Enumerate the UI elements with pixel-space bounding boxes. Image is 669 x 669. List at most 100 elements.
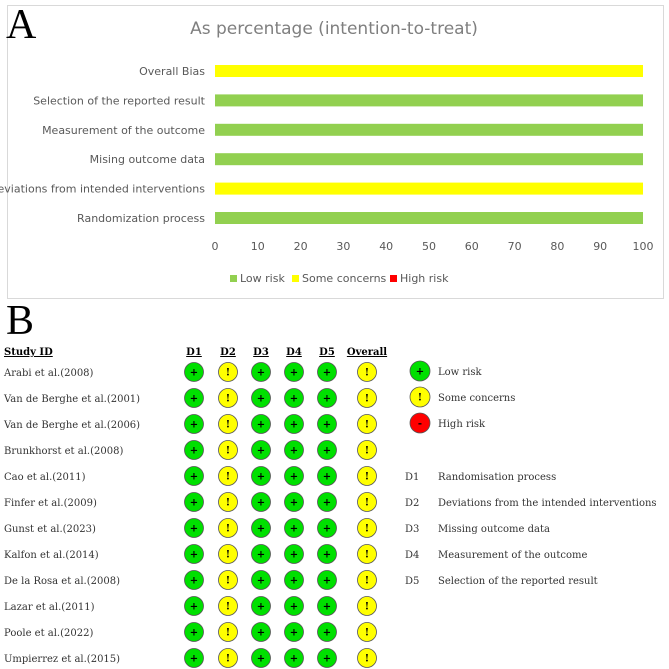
study-label: Brunkhorst et al.(2008) bbox=[4, 446, 123, 457]
legend-label: Low risk bbox=[438, 367, 483, 378]
judgement-circle bbox=[218, 492, 238, 512]
judgement-symbol: + bbox=[190, 602, 198, 613]
x-tick-label: 70 bbox=[508, 240, 522, 253]
judgement-symbol: + bbox=[190, 394, 198, 405]
domain-key-label: Selection of the reported result bbox=[438, 576, 598, 587]
x-tick-label: 10 bbox=[251, 240, 265, 253]
judgement-symbol: + bbox=[323, 654, 331, 665]
bar-low-risk bbox=[215, 153, 643, 166]
judgement-circle bbox=[218, 544, 238, 564]
judgement-symbol: + bbox=[323, 368, 331, 379]
x-tick-label: 40 bbox=[379, 240, 393, 253]
judgement-circle bbox=[317, 648, 337, 668]
judgement-symbol: + bbox=[290, 472, 298, 483]
judgement-symbol: ! bbox=[365, 498, 369, 509]
domain-header: D4 bbox=[286, 347, 302, 358]
study-label: Gunst et al.(2023) bbox=[4, 524, 96, 535]
panel-b-letter: B bbox=[6, 298, 35, 344]
judgement-symbol: + bbox=[290, 524, 298, 535]
legend-symbol: - bbox=[418, 419, 422, 430]
judgement-circle bbox=[251, 544, 271, 564]
panel-a-letter: A bbox=[6, 2, 37, 48]
judgement-circle bbox=[184, 518, 204, 538]
judgement-circle bbox=[218, 596, 238, 616]
judgement-symbol: + bbox=[257, 550, 265, 561]
legend-label: Some concerns bbox=[302, 272, 387, 285]
judgement-circle bbox=[284, 648, 304, 668]
legend-label: Low risk bbox=[240, 272, 285, 285]
judgement-circle bbox=[357, 362, 377, 382]
judgement-circle bbox=[357, 414, 377, 434]
chart-title: As percentage (intention-to-treat) bbox=[190, 19, 478, 39]
domain-key-code: D4 bbox=[405, 550, 419, 561]
domain-header: D5 bbox=[319, 347, 335, 358]
judgement-circle bbox=[284, 492, 304, 512]
judgement-circle bbox=[317, 492, 337, 512]
judgement-circle bbox=[284, 362, 304, 382]
judgement-circle bbox=[317, 622, 337, 642]
judgement-circle bbox=[218, 388, 238, 408]
judgement-circle bbox=[184, 466, 204, 486]
judgement-circle bbox=[184, 596, 204, 616]
bar-some-concerns bbox=[215, 182, 643, 195]
study-id-header: Study ID bbox=[4, 347, 53, 358]
judgement-symbol: ! bbox=[226, 472, 230, 483]
x-tick-label: 100 bbox=[633, 240, 654, 253]
judgement-symbol: ! bbox=[226, 368, 230, 379]
x-tick-label: 80 bbox=[550, 240, 564, 253]
domain-key-label: Measurement of the outcome bbox=[438, 550, 587, 561]
judgement-circle bbox=[317, 596, 337, 616]
judgement-circle bbox=[251, 492, 271, 512]
domain-key-label: Randomisation process bbox=[438, 472, 556, 483]
legend-circle bbox=[409, 412, 431, 434]
judgement-circle bbox=[184, 388, 204, 408]
judgement-symbol: + bbox=[290, 576, 298, 587]
judgement-symbol: + bbox=[290, 550, 298, 561]
judgement-circle bbox=[357, 648, 377, 668]
judgement-circle bbox=[284, 466, 304, 486]
judgement-symbol: + bbox=[323, 498, 331, 509]
legend-swatch bbox=[390, 275, 397, 282]
judgement-symbol: + bbox=[190, 472, 198, 483]
judgement-circle bbox=[251, 466, 271, 486]
legend-circle bbox=[409, 386, 431, 408]
category-label: Deviations from intended interventions bbox=[0, 183, 205, 196]
judgement-circle bbox=[317, 362, 337, 382]
judgement-symbol: + bbox=[190, 576, 198, 587]
judgement-symbol: + bbox=[257, 394, 265, 405]
judgement-symbol: ! bbox=[226, 602, 230, 613]
judgement-circle bbox=[251, 518, 271, 538]
judgement-symbol: + bbox=[257, 420, 265, 431]
judgement-symbol: + bbox=[323, 394, 331, 405]
judgement-symbol: + bbox=[190, 654, 198, 665]
judgement-circle bbox=[357, 570, 377, 590]
legend-label: High risk bbox=[400, 272, 449, 285]
judgement-symbol: ! bbox=[365, 368, 369, 379]
judgement-symbol: ! bbox=[226, 550, 230, 561]
study-label: Van de Berghe et al.(2006) bbox=[3, 420, 140, 431]
judgement-circle bbox=[218, 622, 238, 642]
judgement-symbol: + bbox=[190, 524, 198, 535]
judgement-circle bbox=[184, 622, 204, 642]
study-label: De la Rosa et al.(2008) bbox=[4, 576, 120, 587]
judgement-symbol: + bbox=[190, 550, 198, 561]
x-tick-label: 90 bbox=[593, 240, 607, 253]
domain-key-code: D3 bbox=[405, 524, 419, 535]
legend-label: High risk bbox=[438, 419, 486, 430]
judgement-circle bbox=[218, 362, 238, 382]
overall-header: Overall bbox=[347, 347, 387, 358]
study-label: Kalfon et al.(2014) bbox=[4, 550, 99, 561]
judgement-symbol: ! bbox=[365, 602, 369, 613]
judgement-circle bbox=[184, 570, 204, 590]
judgement-symbol: ! bbox=[365, 446, 369, 457]
domain-key-label: Deviations from the intended interventio… bbox=[438, 498, 657, 509]
judgement-circle bbox=[284, 622, 304, 642]
judgement-circle bbox=[317, 570, 337, 590]
judgement-circle bbox=[284, 414, 304, 434]
domain-header: D2 bbox=[220, 347, 236, 358]
judgement-symbol: + bbox=[323, 550, 331, 561]
judgement-symbol: + bbox=[190, 420, 198, 431]
judgement-symbol: ! bbox=[226, 394, 230, 405]
judgement-circle bbox=[251, 570, 271, 590]
